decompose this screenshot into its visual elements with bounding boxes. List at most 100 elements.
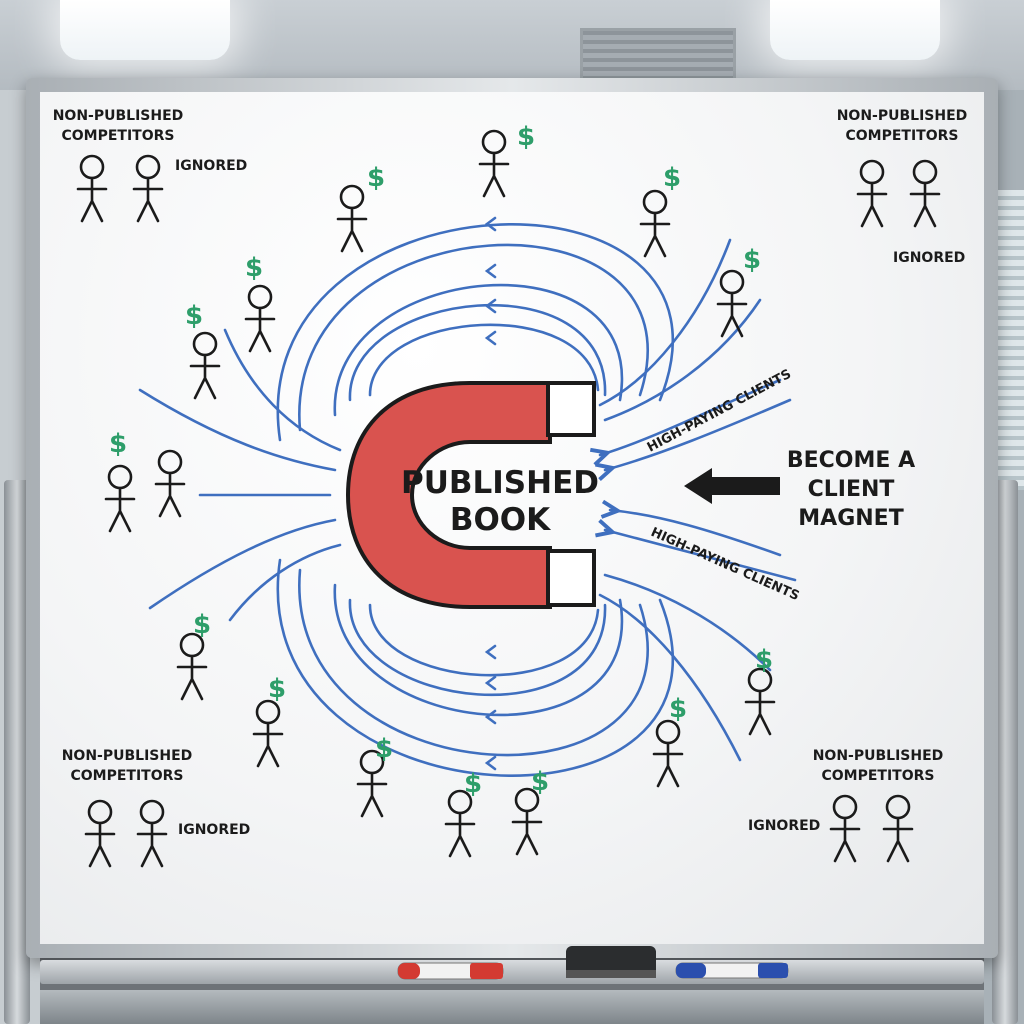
arrowhead [484,709,497,725]
competitors-label-line1: NON-PUBLISHED [53,108,184,124]
arrowhead [484,216,497,232]
competitors-top-left: NON-PUBLISHED COMPETITORS IGNORED [53,108,248,174]
tagline-line2: CLIENT [808,477,895,502]
ignored-label: IGNORED [175,158,247,174]
field-line [610,510,782,557]
stick-figure-icon [882,794,914,863]
dollar-signs: $$$$$$$$$$$$$$ [109,122,773,799]
field-line [333,583,624,717]
stick-figure-icon [154,449,186,518]
marker-tray [40,960,984,984]
stick-figure-icon [744,667,776,736]
magnet-title-line1: PUBLISHED [401,465,599,501]
dollar-sign: $ [375,734,393,764]
competitors-label-line2: COMPETITORS [61,128,174,144]
field-lines [138,223,797,777]
field-line [368,603,600,677]
stick-figure-icon [76,154,108,223]
competitors-top-right: NON-PUBLISHED COMPETITORS IGNORED [837,108,968,266]
dollar-sign: $ [669,694,687,724]
stick-figure-icon [511,787,543,856]
horseshoe-magnet-icon [345,381,596,609]
field-line [368,323,600,397]
stick-figure-icon [136,799,168,868]
stick-figure-icon [336,184,368,253]
ignored-label: IGNORED [178,822,250,838]
field-line [600,378,782,455]
ceiling-light-right [770,0,940,60]
competitors-label-line1: NON-PUBLISHED [62,748,193,764]
competitors-label-line1: NON-PUBLISHED [813,748,944,764]
field-line [598,593,742,762]
field-line [276,223,675,442]
field-line [298,243,649,432]
dollar-sign: $ [367,163,385,193]
arrowhead [484,755,497,771]
competitors-label-line2: COMPETITORS [821,768,934,784]
arrowhead [484,644,497,660]
field-line [605,398,792,470]
field-line [223,328,342,452]
field-line [276,558,675,777]
stick-figure-icon [829,794,861,863]
field-line [603,298,762,422]
competitors-label-line2: COMPETITORS [845,128,958,144]
stick-figure-icon [716,269,748,338]
dollar-sign: $ [268,674,286,704]
magnet-title-line2: BOOK [450,502,551,538]
stand-leg-left [4,480,30,1024]
field-line [348,598,607,697]
arrowhead [484,675,497,691]
competitors-bottom-left: NON-PUBLISHED COMPETITORS IGNORED [62,748,251,838]
magnet-pole-top [546,381,596,437]
stick-figure-icon [132,154,164,223]
dollar-sign: $ [755,645,773,675]
stand-base [40,990,984,1024]
stick-figure-icon [909,159,941,228]
tagline-line1: BECOME A [787,448,915,473]
magnet-pole-bottom [546,549,596,607]
dollar-sign: $ [185,301,203,331]
dollar-sign: $ [464,769,482,799]
ceiling-light-left [60,0,230,60]
competitors-label-line2: COMPETITORS [70,768,183,784]
stick-figure-icon [252,699,284,768]
stick-figure-icon [104,464,136,533]
dollar-sign: $ [531,767,549,797]
whiteboard-surface [40,92,984,944]
ignored-label: IGNORED [893,250,965,266]
field-line [605,530,797,582]
stick-figure-icon [478,129,510,198]
stick-figures [76,129,941,868]
field-line [138,388,337,472]
eraser[interactable] [566,946,656,978]
window-blinds [994,190,1024,490]
red-marker[interactable] [397,962,504,980]
field-line [348,303,607,402]
blue-marker[interactable] [675,962,789,979]
arrowhead [484,263,497,279]
stick-figure-icon [189,331,221,400]
field-arrowheads [484,216,497,771]
stick-figure-icon [444,789,476,858]
field-line [298,568,649,757]
arrowhead [484,298,497,314]
field-line [228,543,342,622]
field-line [603,573,772,672]
dollar-sign: $ [109,429,127,459]
dollar-sign: $ [663,163,681,193]
field-line [598,238,732,407]
stick-figure-icon [84,799,116,868]
ignored-label: IGNORED [748,818,820,834]
stick-figure-icon [176,632,208,701]
dollar-sign: $ [517,122,535,152]
tagline-line3: MAGNET [798,506,903,531]
dollar-sign: $ [245,253,263,283]
competitors-bottom-right: NON-PUBLISHED COMPETITORS IGNORED [748,748,943,834]
arrowhead [484,330,497,346]
field-line [333,283,624,417]
dollar-sign: $ [193,610,211,640]
stick-figure-icon [639,189,671,258]
field-line [148,518,337,610]
